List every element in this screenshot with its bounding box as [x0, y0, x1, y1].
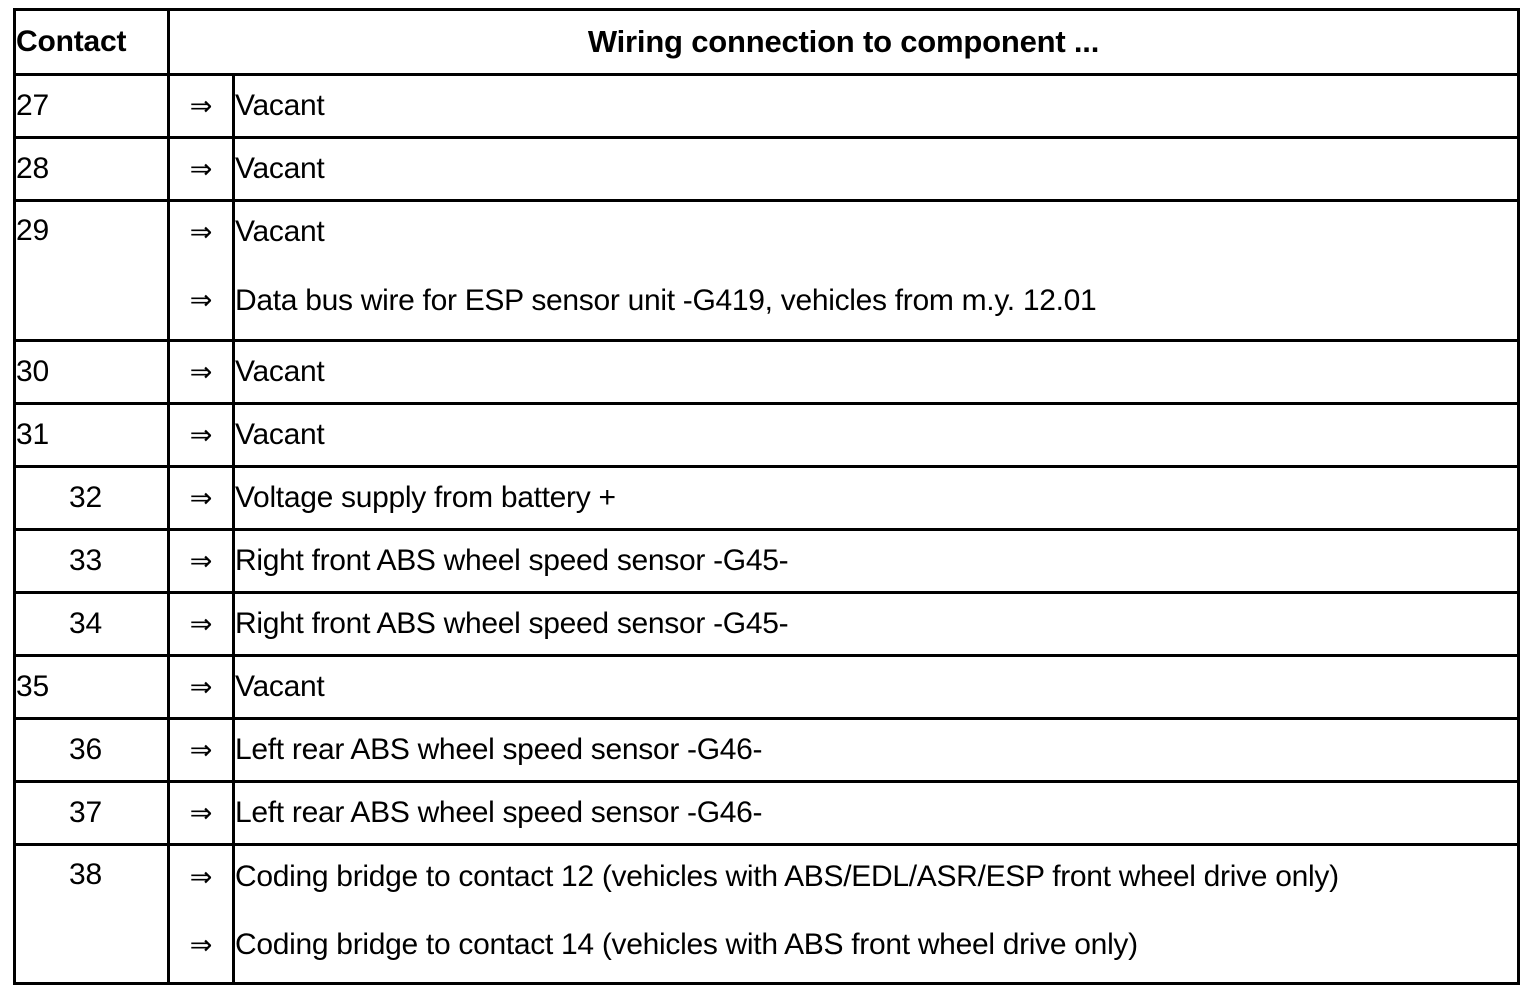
wiring-connection-table: Contact Wiring connection to component .…	[13, 8, 1520, 985]
wiring-description: Vacant	[232, 402, 1520, 468]
arrow-cell: ⇒	[167, 339, 235, 405]
table-body: 27 ⇒ Vacant 28 ⇒ Vacant 29	[13, 73, 1520, 985]
wiring-description-group: Vacant Data bus wire for ESP sensor unit…	[232, 199, 1520, 342]
arrow-cell: ⇒	[167, 780, 235, 846]
contact-number: 32	[13, 465, 170, 531]
double-arrow-right-icon: ⇒	[189, 734, 213, 766]
double-arrow-right-icon: ⇒	[189, 153, 213, 185]
wiring-description: Right front ABS wheel speed sensor -G45-	[232, 591, 1520, 657]
double-arrow-right-icon: ⇒	[189, 608, 213, 640]
wiring-description: Vacant	[235, 215, 325, 248]
contact-number: 37	[13, 780, 170, 846]
table-row: 32 ⇒ Voltage supply from battery +	[13, 465, 1520, 531]
table-row: 36 ⇒ Left rear ABS wheel speed sensor -G…	[13, 717, 1520, 783]
wiring-description: Vacant	[232, 654, 1520, 720]
wiring-description: Vacant	[232, 73, 1520, 139]
double-arrow-right-icon: ⇒	[189, 545, 213, 577]
arrow-cell: ⇒	[167, 73, 235, 139]
arrow-cell: ⇒	[167, 591, 235, 657]
table-row: 34 ⇒ Right front ABS wheel speed sensor …	[13, 591, 1520, 657]
arrow-cell: ⇒ ⇒	[167, 843, 235, 985]
contact-number: 36	[13, 717, 170, 783]
double-arrow-right-icon: ⇒	[189, 929, 213, 961]
table-row: 33 ⇒ Right front ABS wheel speed sensor …	[13, 528, 1520, 594]
double-arrow-right-icon: ⇒	[189, 671, 213, 703]
contact-number: 30	[13, 339, 170, 405]
table-row: 38 ⇒ ⇒ Coding bridge to contact 12 (vehi…	[13, 843, 1520, 985]
contact-number: 27	[13, 73, 170, 139]
arrow-cell: ⇒	[167, 136, 235, 202]
arrow-cell: ⇒	[167, 402, 235, 468]
wiring-description: Right front ABS wheel speed sensor -G45-	[232, 528, 1520, 594]
contact-number: 38	[13, 843, 170, 985]
table-row: 29 ⇒ ⇒ Vacant Data bus wire for ESP	[13, 199, 1520, 342]
double-arrow-right-icon: ⇒	[189, 285, 213, 316]
table-row: 27 ⇒ Vacant	[13, 73, 1520, 139]
double-arrow-right-icon: ⇒	[189, 216, 213, 248]
double-arrow-right-icon: ⇒	[189, 797, 213, 829]
double-arrow-right-icon: ⇒	[189, 482, 213, 514]
wiring-description: Data bus wire for ESP sensor unit -G419,…	[235, 283, 1097, 317]
double-arrow-right-icon: ⇒	[189, 356, 213, 388]
arrow-cell: ⇒ ⇒	[167, 199, 235, 342]
arrow-cell: ⇒	[167, 528, 235, 594]
wiring-description: Left rear ABS wheel speed sensor -G46-	[232, 780, 1520, 846]
column-header-contact: Contact	[13, 8, 170, 76]
double-arrow-right-icon: ⇒	[189, 90, 213, 122]
document-page: Contact Wiring connection to component .…	[13, 8, 1520, 985]
contact-number: 33	[13, 528, 170, 594]
contact-number: 35	[13, 654, 170, 720]
arrow-cell: ⇒	[167, 717, 235, 783]
wiring-description: Vacant	[232, 136, 1520, 202]
wiring-description: Voltage supply from battery +	[232, 465, 1520, 531]
double-arrow-right-icon: ⇒	[189, 419, 213, 451]
contact-number: 34	[13, 591, 170, 657]
contact-number: 28	[13, 136, 170, 202]
wiring-description: Left rear ABS wheel speed sensor -G46-	[232, 717, 1520, 783]
arrow-cell: ⇒	[167, 654, 235, 720]
table-row: 30 ⇒ Vacant	[13, 339, 1520, 405]
contact-number: 31	[13, 402, 170, 468]
arrow-cell: ⇒	[167, 465, 235, 531]
table-header: Contact Wiring connection to component .…	[13, 8, 1520, 76]
contact-number: 29	[13, 199, 170, 342]
table-row: 28 ⇒ Vacant	[13, 136, 1520, 202]
table-header-row: Contact Wiring connection to component .…	[13, 8, 1520, 76]
table-row: 31 ⇒ Vacant	[13, 402, 1520, 468]
table-row: 35 ⇒ Vacant	[13, 654, 1520, 720]
column-header-wiring: Wiring connection to component ...	[167, 8, 1520, 76]
table-row: 37 ⇒ Left rear ABS wheel speed sensor -G…	[13, 780, 1520, 846]
wiring-description: Coding bridge to contact 12 (vehicles wi…	[235, 860, 1339, 893]
wiring-description-group: Coding bridge to contact 12 (vehicles wi…	[232, 843, 1520, 985]
double-arrow-right-icon: ⇒	[189, 861, 213, 893]
wiring-description: Vacant	[232, 339, 1520, 405]
wiring-description: Coding bridge to contact 14 (vehicles wi…	[235, 928, 1138, 961]
